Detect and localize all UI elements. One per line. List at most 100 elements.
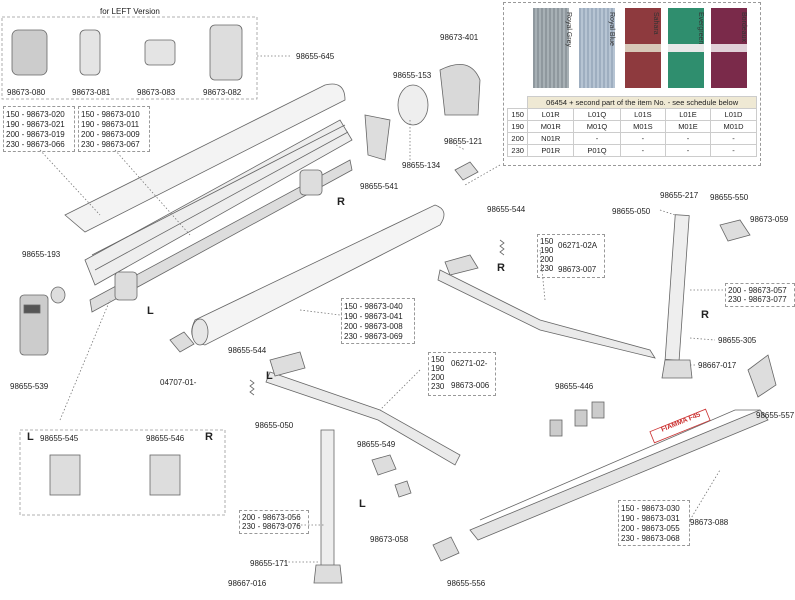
lead-rail-190: 190 - 98673-031 <box>621 514 680 523</box>
side-L-bracket: L <box>359 498 366 510</box>
fabric-panel <box>503 2 761 166</box>
part-label-98655-541: 98655-541 <box>360 182 399 191</box>
table-cell: - <box>710 132 757 145</box>
arm-right-size-200: 200 <box>540 255 554 264</box>
table-cell: M01D <box>710 120 757 133</box>
table-cell: L01S <box>619 108 666 121</box>
roller-200: 200 - 98673-008 <box>344 322 403 331</box>
arm-right-size-150: 150 <box>540 237 554 246</box>
part-label-98655-193: 98655-193 <box>22 250 61 259</box>
arm-left-size-230: 230 <box>431 382 445 391</box>
leg-right-200: 200 - 98673-057 <box>728 286 787 295</box>
table-cell: - <box>619 144 666 157</box>
part-label-98673-058: 98673-058 <box>370 535 409 544</box>
part-label-98673-401: 98673-401 <box>440 33 479 42</box>
leg-left-200: 200 - 98673-056 <box>242 513 301 522</box>
part-label-98655-134: 98655-134 <box>402 161 441 170</box>
arm-left-size-150: 150 <box>431 355 445 364</box>
housing-b-box: 150 - 98673-010 190 - 98673-011 200 - 98… <box>78 106 150 152</box>
fabric-name-royal-grey: Royal Grey <box>565 12 572 48</box>
part-label-98655-544-right: 98655-544 <box>487 205 526 214</box>
table-row: 150 L01R L01Q L01S L01E L01D <box>506 108 757 121</box>
arm-right-code-98673-007: 98673-007 <box>558 265 597 274</box>
fabric-schedule-table: 06454 + second part of the item No. - se… <box>506 96 757 157</box>
housing-b-150: 150 - 98673-010 <box>81 110 140 119</box>
table-cell: - <box>573 132 621 145</box>
fabric-swatch-royal-grey <box>533 8 569 88</box>
lead-rail-box: 150 - 98673-030 190 - 98673-031 200 - 98… <box>618 500 690 546</box>
housing-b-200: 200 - 98673-009 <box>81 130 140 139</box>
table-cell: M01R <box>527 120 575 133</box>
leg-left-230: 230 - 98673-076 <box>242 522 301 531</box>
table-cell: M01S <box>619 120 666 133</box>
arm-right-code-06271: 06271-02A <box>558 241 598 250</box>
part-label-98655-305: 98655-305 <box>718 336 757 345</box>
table-row: 190 M01R M01Q M01S M01E M01D <box>506 120 757 133</box>
part-label-98655-050-right: 98655-050 <box>612 207 651 216</box>
part-label-98655-544-left: 98655-544 <box>228 346 267 355</box>
table-row: 200 N01R - - - - <box>506 132 757 145</box>
lead-rail-230: 230 - 98673-068 <box>621 534 680 543</box>
fabric-name-royal-blue: Royal Blue <box>608 12 615 46</box>
part-label-98655-171: 98655-171 <box>250 559 289 568</box>
housing-a-150: 150 - 98673-020 <box>6 110 65 119</box>
part-label-98655-153: 98655-153 <box>393 71 432 80</box>
table-cell: - <box>664 144 712 157</box>
fabric-name-bordeaux: Bordeaux <box>740 12 747 42</box>
housing-b-230: 230 - 98673-067 <box>81 140 140 149</box>
part-label-98673-081: 98673-081 <box>72 88 111 97</box>
side-L-housing: L <box>147 305 154 317</box>
arm-left-code-98673-006: 98673-006 <box>451 381 490 390</box>
table-cell: L01Q <box>573 108 621 121</box>
housing-b-190: 190 - 98673-011 <box>81 120 140 129</box>
arm-left-size-200: 200 <box>431 373 445 382</box>
fabric-swatch-bordeaux <box>711 8 747 88</box>
side-L-arm: L <box>266 370 273 382</box>
arm-left-code-06271: 06271-02- <box>451 359 488 368</box>
fabric-note: 06454 + second part of the item No. - se… <box>527 96 757 109</box>
arm-left-box: 150 190 200 230 06271-02- 98673-006 <box>428 352 496 396</box>
part-label-98655-446: 98655-446 <box>555 382 594 391</box>
table-cell: M01Q <box>573 120 621 133</box>
table-cell: L01E <box>664 108 712 121</box>
housing-a-box: 150 - 98673-020 190 - 98673-021 200 - 98… <box>3 106 75 152</box>
part-label-98655-121: 98655-121 <box>444 137 483 146</box>
leg-right-box: 200 - 98673-057 230 - 98673-077 <box>725 283 795 307</box>
arm-left-size-190: 190 <box>431 364 445 373</box>
arm-right-size-230: 230 <box>540 264 554 273</box>
left-kit-group-label: 98655-645 <box>296 52 335 61</box>
part-label-98655-556: 98655-556 <box>447 579 486 588</box>
side-R-box: R <box>205 431 213 443</box>
part-label-98655-539: 98655-539 <box>10 382 49 391</box>
part-label-98673-082: 98673-082 <box>203 88 242 97</box>
table-row: 230 P01R P01Q - - - <box>506 144 757 157</box>
fabric-size-230: 230 <box>506 144 529 157</box>
lead-rail-150: 150 - 98673-030 <box>621 504 680 513</box>
housing-a-200: 200 - 98673-019 <box>6 130 65 139</box>
side-L-box: L <box>27 431 34 443</box>
part-label-98655-557: 98655-557 <box>756 411 795 420</box>
table-cell: P01Q <box>573 144 621 157</box>
table-cell: L01R <box>527 108 575 121</box>
part-label-98655-545: 98655-545 <box>40 434 79 443</box>
part-label-98655-217: 98655-217 <box>660 191 699 200</box>
side-R-arm: R <box>497 262 505 274</box>
left-version-caption: for LEFT Version <box>100 7 160 16</box>
part-label-98655-546: 98655-546 <box>146 434 185 443</box>
part-label-98673-083: 98673-083 <box>137 88 176 97</box>
part-label-98667-017: 98667-017 <box>698 361 737 370</box>
fabric-name-sahara: Sahara <box>652 12 659 35</box>
table-cell: - <box>619 132 666 145</box>
part-label-98673-080: 98673-080 <box>7 88 46 97</box>
part-label-98667-016: 98667-016 <box>228 579 267 588</box>
part-label-98655-549: 98655-549 <box>357 440 396 449</box>
side-R-housing: R <box>337 196 345 208</box>
fabric-swatch-sahara <box>625 8 661 88</box>
leg-right-230: 230 - 98673-077 <box>728 295 787 304</box>
arm-right-box: 150 190 200 230 06271-02A 98673-007 <box>537 234 605 278</box>
fabric-size-150: 150 <box>506 108 529 121</box>
side-R-leg: R <box>701 309 709 321</box>
part-label-98673-088: 98673-088 <box>690 518 729 527</box>
table-cell: P01R <box>527 144 575 157</box>
